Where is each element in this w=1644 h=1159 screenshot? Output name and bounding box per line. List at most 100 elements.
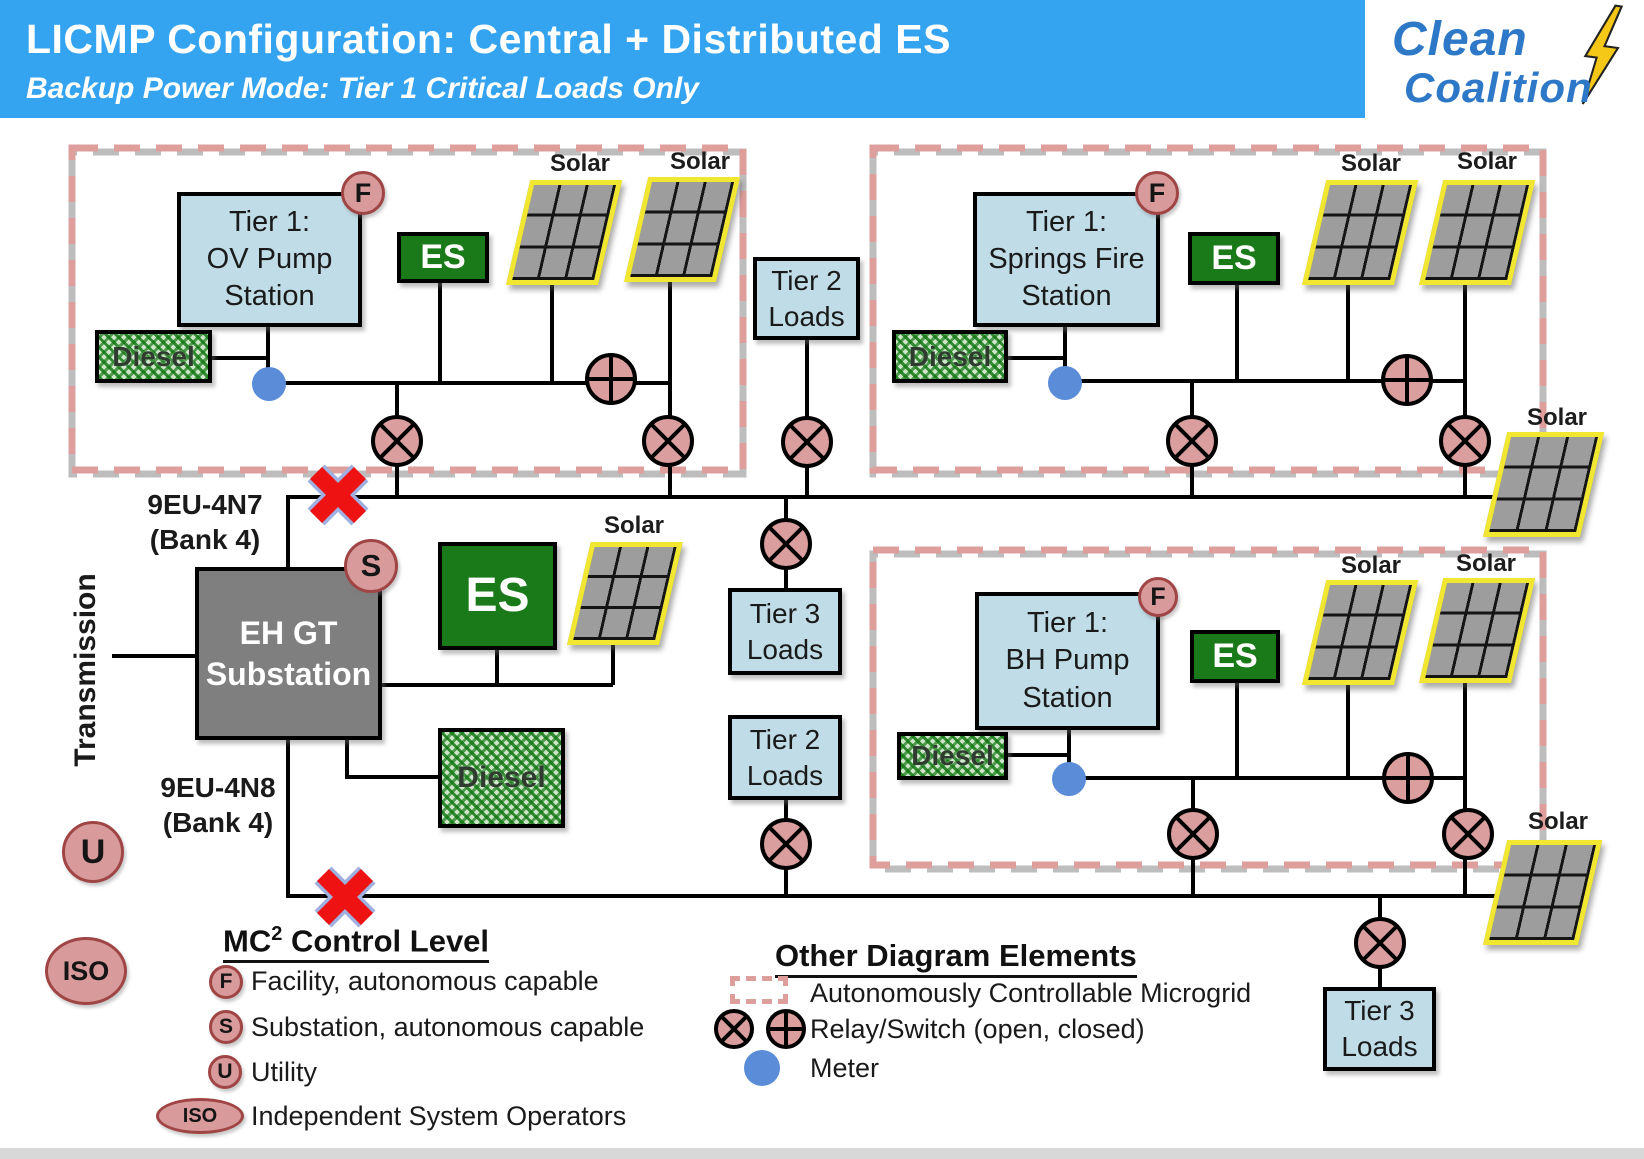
transmission-text: Transmission	[69, 573, 102, 767]
solar-panel	[624, 177, 741, 282]
solar-label: Solar	[669, 148, 731, 175]
page-title: LICMP Configuration: Central + Distribut…	[26, 16, 951, 62]
feeder-name: 9EU-4N7	[147, 489, 263, 520]
box-label: Tier 2	[771, 264, 842, 296]
legend-microgrid-icon	[730, 976, 788, 1004]
box-label: Loads	[1341, 1031, 1418, 1062]
box-label: Tier 1:	[228, 205, 311, 238]
badge-letter: ISO	[62, 955, 110, 986]
diesel-label: Diesel	[112, 340, 195, 372]
legend-meter-text: Meter	[810, 1053, 880, 1083]
breaker-open-9eu4n8	[314, 866, 376, 928]
badge-letter: F	[354, 177, 372, 208]
es-label: ES	[465, 569, 530, 623]
diesel-label: Diesel	[911, 740, 994, 772]
legend-substation-text: Substation, autonomous capable	[251, 1012, 645, 1042]
legend-title-text: Control Level	[282, 923, 490, 959]
legend-title-text: MC	[223, 923, 272, 959]
feeder-label-9eu4n8: 9EU-4N8 (Bank 4)	[143, 770, 293, 840]
eh-gt-substation-box: EH GT Substation	[195, 567, 382, 740]
solar-label: Solar	[603, 512, 665, 539]
diesel-label: Diesel	[457, 760, 546, 794]
solar-label: Solar	[1340, 552, 1402, 579]
feeder-name: 9EU-4N8	[160, 772, 276, 803]
box-label: Loads	[768, 300, 845, 332]
solar-panel	[1419, 180, 1536, 285]
substation-badge: S	[344, 539, 398, 593]
box-label: Tier 3	[1344, 995, 1415, 1027]
feeder-label-9eu4n7: 9EU-4N7 (Bank 4)	[130, 487, 280, 557]
solar-label: Solar	[1456, 148, 1518, 175]
meter-dot	[252, 367, 286, 401]
box-label: Station	[224, 280, 315, 313]
meter-dot	[1052, 762, 1086, 796]
solar-label: Solar	[1455, 550, 1517, 577]
box-label: OV Pump	[206, 242, 333, 275]
clean-coalition-logo: Clean Coalition	[1370, 0, 1644, 118]
solar-panel-central	[567, 542, 683, 645]
facility-badge: F	[1135, 171, 1179, 215]
feeder-bank: (Bank 4)	[162, 807, 274, 838]
facility-badge: F	[1138, 577, 1178, 617]
legend-control-title: MC2 Control Level	[223, 923, 490, 964]
box-label: Tier 1:	[1026, 607, 1109, 640]
es-box-central: ES	[438, 542, 557, 650]
switch-closed	[585, 353, 1434, 804]
solar-panel-external-top	[1483, 432, 1605, 537]
transmission-label: Transmission	[67, 530, 102, 810]
breaker-open-9eu4n7	[307, 464, 369, 526]
solar-label: Solar	[1340, 150, 1402, 177]
microgrid-boundary-left	[68, 144, 747, 478]
legend-iso-badge: ISO	[156, 1098, 244, 1134]
badge-letter: ISO	[182, 1104, 218, 1127]
es-box-top-right-microgrid: ES	[1188, 232, 1280, 285]
legend-meter-icon	[744, 1050, 780, 1086]
badge-letter: F	[1148, 177, 1166, 208]
legend-microgrid-text: Autonomously Controllable Microgrid	[810, 978, 1252, 1008]
legend-utility-badge: U	[208, 1055, 242, 1089]
box-label: Tier 3	[749, 597, 821, 629]
badge-letter: F	[219, 970, 233, 993]
legend-other-title: Other Diagram Elements	[775, 938, 1137, 978]
legend-relay-open-icon	[714, 1009, 754, 1049]
solar-panel	[1302, 180, 1419, 285]
es-box-bottom-right-microgrid: ES	[1190, 630, 1280, 683]
legend-relay-text: Relay/Switch (open, closed)	[810, 1014, 1145, 1044]
solar-panel	[1302, 580, 1419, 685]
diesel-box-top-right-microgrid: Diesel	[892, 330, 1008, 383]
badge-letter: U	[217, 1060, 233, 1083]
feeder-bank: (Bank 4)	[149, 524, 261, 555]
legend-facility-text: Facility, autonomous capable	[251, 966, 599, 996]
window-bottom-strip	[0, 1148, 1644, 1159]
tier3-loads-mid-box: Tier 3 Loads	[728, 588, 842, 675]
solar-label: Solar	[549, 150, 611, 177]
diesel-box-bottom-right-microgrid: Diesel	[897, 732, 1008, 780]
box-label: Springs Fire	[988, 242, 1145, 275]
badge-letter: S	[360, 548, 382, 583]
substation-diesel-link	[345, 740, 438, 779]
tier1-springs-fire-station-box: Tier 1: Springs Fire Station	[973, 192, 1160, 327]
es-label: ES	[1211, 238, 1257, 277]
logo-word-coalition: Coalition	[1404, 64, 1593, 111]
legend-title-sup: 2	[271, 923, 283, 945]
tier1-ov-pump-station-box: Tier 1: OV Pump Station	[177, 192, 362, 327]
meter-dot	[1048, 366, 1082, 400]
diesel-label: Diesel	[908, 340, 992, 372]
solar-label: Solar	[1527, 808, 1589, 835]
solar-panel	[1419, 578, 1536, 683]
tier1-bh-pump-station-box: Tier 1: BH Pump Station	[975, 592, 1160, 730]
box-label: BH Pump	[1005, 644, 1130, 677]
legend-utility-text: Utility	[251, 1057, 317, 1087]
utility-badge: U	[62, 821, 124, 883]
box-label: Tier 1:	[1025, 205, 1108, 238]
solar-panel-external-bottom	[1483, 840, 1603, 945]
box-label: Station	[1022, 681, 1113, 714]
legend-iso-text: Independent System Operators	[251, 1101, 627, 1131]
relay-open	[371, 415, 1494, 969]
facility-badge: F	[341, 171, 385, 215]
page-subtitle: Backup Power Mode: Tier 1 Critical Loads…	[26, 72, 699, 105]
es-label: ES	[1212, 636, 1258, 675]
tier2-loads-mid-box: Tier 2 Loads	[728, 715, 842, 800]
legend-facility-badge: F	[209, 965, 243, 999]
